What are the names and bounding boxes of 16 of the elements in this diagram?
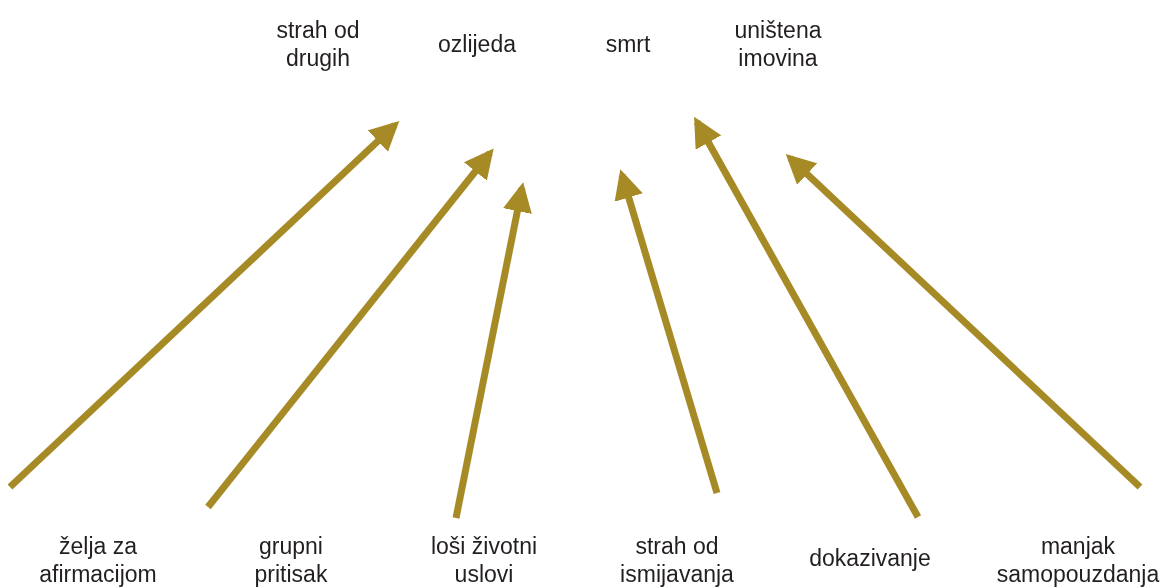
consequence-label: strah od drugih — [275, 16, 361, 72]
arrow — [205, 148, 494, 510]
arrow — [693, 116, 922, 519]
arrow — [7, 120, 400, 490]
consequence-label: uništena imovina — [733, 16, 823, 72]
cause-label: strah od ismijavanja — [587, 532, 767, 588]
cause-label: želja za afirmacijom — [3, 532, 193, 588]
arrow — [614, 169, 721, 494]
cause-label: loši životni uslovi — [399, 532, 569, 588]
cause-label: manjak samopouzdanja — [988, 532, 1164, 588]
cause-label: grupni pritisak — [241, 532, 341, 588]
cause-label: dokazivanje — [795, 544, 945, 572]
arrow — [452, 182, 532, 519]
consequence-label: smrt — [604, 30, 652, 58]
arrow — [785, 153, 1143, 490]
consequence-label: ozlijeda — [437, 30, 517, 58]
